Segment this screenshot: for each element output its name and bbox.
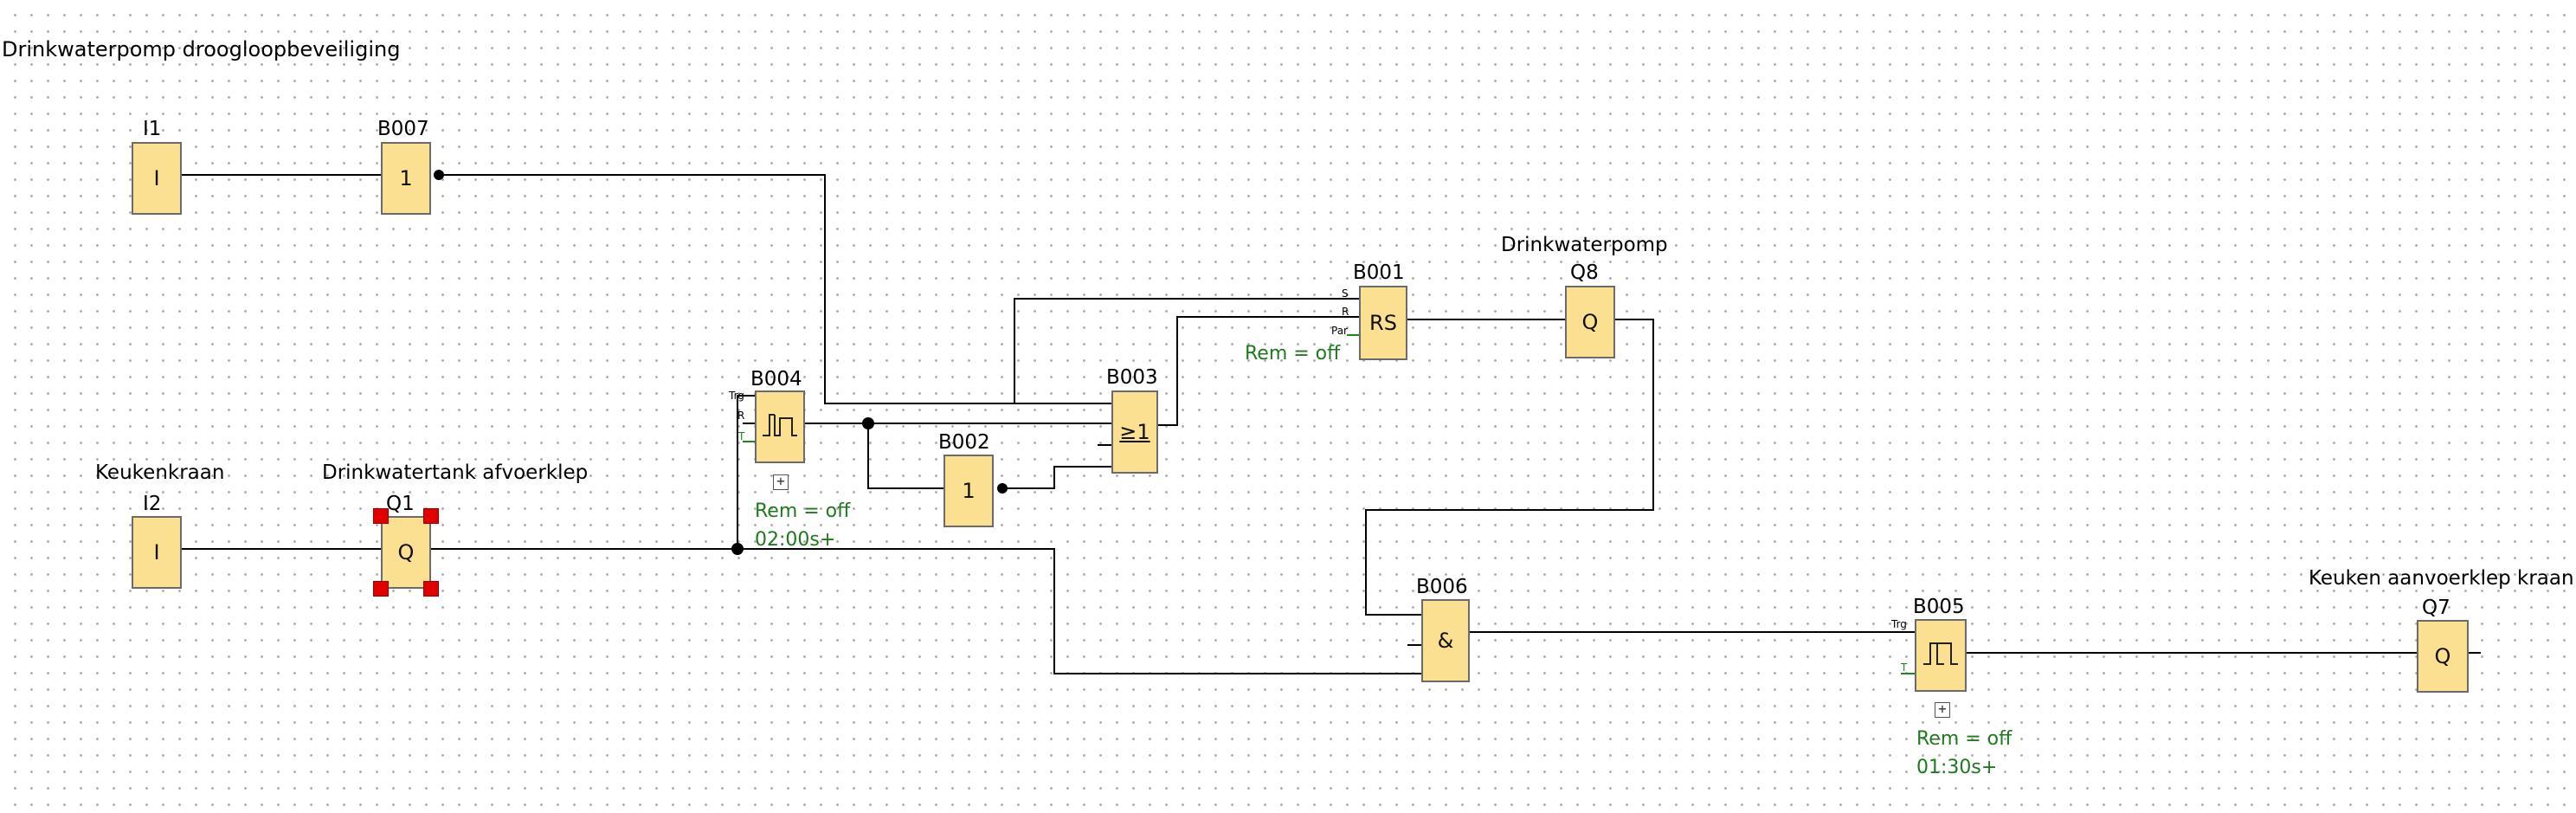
block-name-b005: B005 xyxy=(1913,596,1965,618)
wire-q1-b006 xyxy=(431,548,1421,674)
wire-junction-b004-trg xyxy=(737,395,755,549)
block-name-b001: B001 xyxy=(1353,261,1405,284)
and-block-b006[interactable]: & xyxy=(1421,599,1470,682)
pin-b001-r: R xyxy=(1342,306,1349,318)
block-name-q8: Q8 xyxy=(1570,261,1599,284)
wire-b007-b003 xyxy=(438,174,1111,404)
symbol-b002: 1 xyxy=(962,479,976,503)
junction-dot-b004 xyxy=(862,417,874,429)
block-name-b006: B006 xyxy=(1416,576,1468,598)
block-name-q1: Q1 xyxy=(386,493,415,515)
not-block-b007[interactable]: 1 xyxy=(381,142,431,215)
pin-b005-t: T xyxy=(1901,661,1908,674)
timer-block-b005[interactable] xyxy=(1915,619,1967,692)
selection-handle-bottom-left[interactable] xyxy=(373,581,389,597)
symbol-q7: Q xyxy=(2434,644,2451,668)
junction-dot-q1 xyxy=(731,543,744,555)
selection-handle-top-left[interactable] xyxy=(373,508,389,524)
output-block-q1[interactable]: Q xyxy=(381,516,431,589)
on-delay-icon xyxy=(763,414,797,436)
symbol-b006: & xyxy=(1437,629,1454,653)
block-name-b003: B003 xyxy=(1106,366,1158,389)
block-name-i2: I2 xyxy=(143,493,162,515)
input-block-i1[interactable]: I xyxy=(132,142,182,215)
output-block-q8[interactable]: Q xyxy=(1565,286,1615,358)
block-name-i1: I1 xyxy=(143,118,162,140)
rem-b001: Rem = off xyxy=(1245,343,1341,365)
or-block-b003[interactable]: ≥1 xyxy=(1111,390,1158,474)
symbol-b007: 1 xyxy=(399,166,413,190)
timer-block-b004[interactable] xyxy=(755,390,805,463)
pin-b001-s: S xyxy=(1342,287,1349,300)
pin-b004-r: R xyxy=(737,410,745,422)
symbol-q8: Q xyxy=(1581,310,1599,334)
rs-block-b001[interactable]: RS xyxy=(1359,286,1407,360)
comment-q8: Drinkwaterpomp xyxy=(1501,234,1668,256)
time-b004: 02:00s+ xyxy=(755,529,836,551)
block-name-b002: B002 xyxy=(938,431,990,454)
selection-handle-bottom-right[interactable] xyxy=(423,581,439,597)
symbol-i2: I xyxy=(153,540,160,565)
block-name-q7: Q7 xyxy=(2422,597,2450,619)
symbol-b001: RS xyxy=(1369,311,1397,335)
wire-b002-b003 xyxy=(1002,466,1111,489)
comment-q1: Drinkwatertank afvoerklep xyxy=(322,461,589,484)
wire-b003-b001r xyxy=(1155,316,1359,426)
expand-params-b005[interactable]: + xyxy=(1935,702,1950,718)
output-dot-b007 xyxy=(434,170,444,180)
pin-b004-trg: Trg xyxy=(729,390,744,402)
expand-params-b004[interactable]: + xyxy=(773,474,789,490)
time-b005: 01:30s+ xyxy=(1916,757,1998,778)
selection-handle-top-right[interactable] xyxy=(423,508,439,524)
rem-b004: Rem = off xyxy=(755,500,851,522)
output-dot-b002 xyxy=(997,483,1008,494)
not-block-b002[interactable]: 1 xyxy=(943,455,994,527)
comment-i2: Keukenkraan xyxy=(95,461,225,484)
symbol-b003: ≥1 xyxy=(1119,420,1150,444)
comment-q7: Keuken aanvoerklep kraan xyxy=(2309,567,2574,590)
wire-b004-b002 xyxy=(867,423,943,489)
symbol-i1: I xyxy=(153,166,160,190)
symbol-q1: Q xyxy=(397,540,415,565)
rem-b005: Rem = off xyxy=(1916,728,2012,750)
pin-b001-par: Par xyxy=(1331,325,1348,337)
input-block-i2[interactable]: I xyxy=(132,516,182,589)
wire-junction-b001-s xyxy=(1014,298,1359,403)
pin-b004-t: T xyxy=(738,430,745,442)
wire-q8-b006 xyxy=(1365,319,1654,616)
block-name-b007: B007 xyxy=(377,118,429,140)
off-delay-icon xyxy=(1923,642,1958,665)
pin-b005-trg: Trg xyxy=(1891,618,1907,630)
output-block-q7[interactable]: Q xyxy=(2417,620,2469,693)
diagram-title: Drinkwaterpomp droogloopbeveiliging xyxy=(2,37,401,61)
block-name-b004: B004 xyxy=(750,368,802,390)
